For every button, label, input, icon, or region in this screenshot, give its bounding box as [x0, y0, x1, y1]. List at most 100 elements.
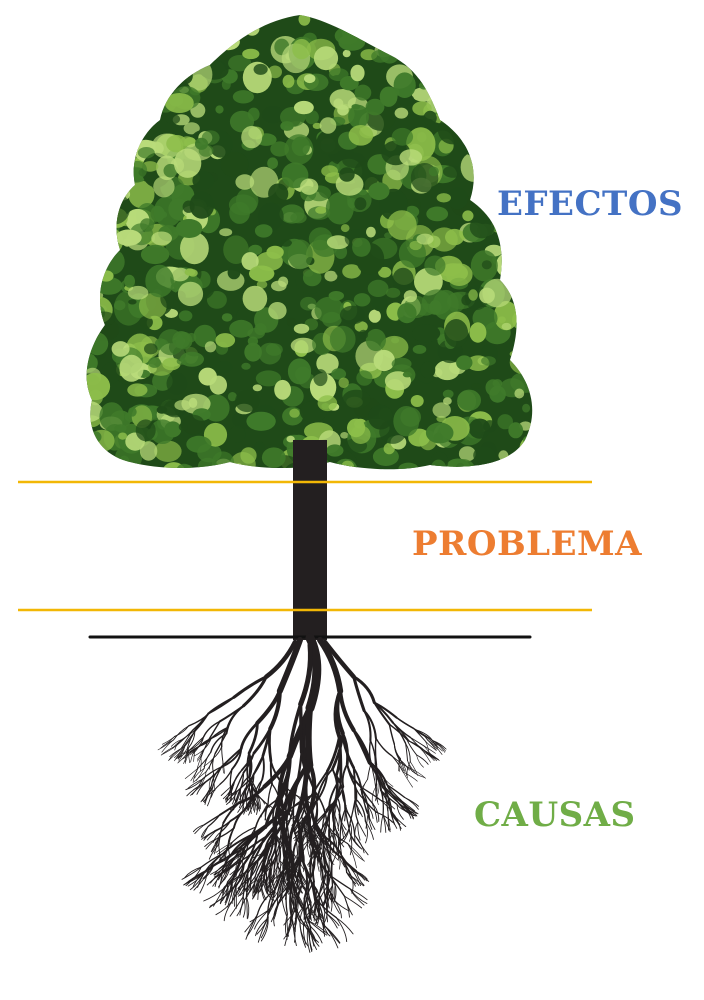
root-strand: [257, 857, 267, 877]
root-strand: [431, 739, 446, 753]
root-strand: [249, 861, 258, 883]
root-strand: [250, 796, 257, 811]
root-strand: [354, 834, 365, 854]
root-strand: [184, 767, 199, 779]
root-strand: [227, 845, 243, 868]
root-strand: [355, 802, 362, 815]
root-strand: [324, 911, 338, 929]
root-strand: [270, 860, 275, 884]
root-strand: [289, 853, 292, 879]
root-strand: [366, 804, 374, 819]
root-strand: [287, 862, 292, 891]
root-strand: [319, 838, 335, 853]
root-strand: [246, 752, 251, 779]
root-strand: [203, 814, 221, 826]
root-strand: [291, 851, 305, 871]
root-strand: [256, 793, 266, 805]
root-strand: [347, 843, 364, 861]
root-strand: [294, 853, 298, 877]
root-strand: [243, 797, 248, 815]
root-strand: [199, 757, 202, 772]
root-strand: [343, 895, 350, 918]
root-strand: [374, 762, 385, 779]
root-strand: [336, 848, 345, 867]
root-strand: [190, 767, 199, 782]
root-strand: [214, 863, 229, 876]
root-strand: [196, 865, 214, 877]
root-strand: [357, 821, 367, 837]
root-strand: [409, 767, 426, 779]
root-strand: [258, 857, 270, 878]
root-strand: [323, 835, 342, 855]
root-strand: [275, 754, 291, 802]
root-strand: [209, 893, 229, 909]
root-strand: [271, 828, 278, 858]
root-strand: [329, 776, 342, 809]
root-strand: [374, 779, 377, 792]
root-strand: [271, 783, 281, 803]
root-strand: [201, 830, 216, 840]
root-strand: [355, 802, 363, 818]
root-strand: [376, 784, 379, 803]
root-strand: [237, 879, 246, 896]
root-strand: [222, 760, 225, 774]
tree-trunk-illustration: [293, 440, 327, 640]
root-strand: [270, 878, 276, 898]
root-strand: [254, 799, 278, 828]
root-strand: [368, 739, 372, 765]
root-strand: [210, 726, 229, 740]
root-strand: [326, 735, 341, 773]
root-strand: [406, 738, 425, 751]
root-strand: [255, 846, 271, 862]
root-strand: [254, 856, 265, 877]
root-strand: [303, 901, 312, 920]
root-strand: [372, 803, 380, 822]
root-strand: [341, 731, 355, 769]
root-strand: [338, 689, 356, 733]
root-strand: [277, 754, 292, 803]
root-strand: [206, 830, 217, 841]
root-strand: [369, 761, 386, 788]
root-strand: [215, 841, 234, 853]
root-strand: [208, 844, 220, 860]
root-strand: [324, 848, 333, 867]
root-strand: [278, 832, 282, 863]
root-strand: [276, 855, 278, 879]
root-strand: [308, 920, 331, 937]
root-strand: [170, 738, 183, 747]
root-strand: [375, 737, 393, 757]
root-strand: [395, 716, 417, 731]
root-strand: [326, 868, 330, 892]
root-strand: [214, 732, 228, 755]
root-strand: [383, 777, 388, 793]
root-strand: [405, 742, 411, 763]
root-strand: [238, 877, 250, 891]
root-strand: [267, 783, 273, 805]
root-strand: [254, 778, 263, 800]
root-strand: [308, 840, 320, 856]
root-strand: [355, 870, 365, 886]
root-strand: [213, 773, 216, 792]
root-strand: [322, 639, 356, 679]
root-strand: [431, 739, 443, 755]
root-strand: [232, 826, 257, 843]
root-strand: [409, 767, 425, 778]
root-strand: [203, 887, 225, 902]
root-strand: [256, 888, 276, 916]
root-strand: [262, 855, 278, 879]
root-strand: [218, 845, 229, 861]
root-strand: [306, 900, 311, 920]
root-strand: [244, 875, 256, 891]
tree-canopy-illustration: [86, 15, 533, 470]
root-strand: [161, 736, 175, 745]
root-strand: [288, 834, 292, 852]
root-strand: [226, 790, 239, 805]
root-strand: [314, 825, 326, 850]
root-strand: [222, 871, 247, 890]
root-strand: [220, 785, 233, 796]
root-strand: [403, 796, 420, 807]
root-strand: [225, 787, 232, 803]
root-strand: [229, 862, 241, 876]
root-strand: [391, 755, 404, 773]
